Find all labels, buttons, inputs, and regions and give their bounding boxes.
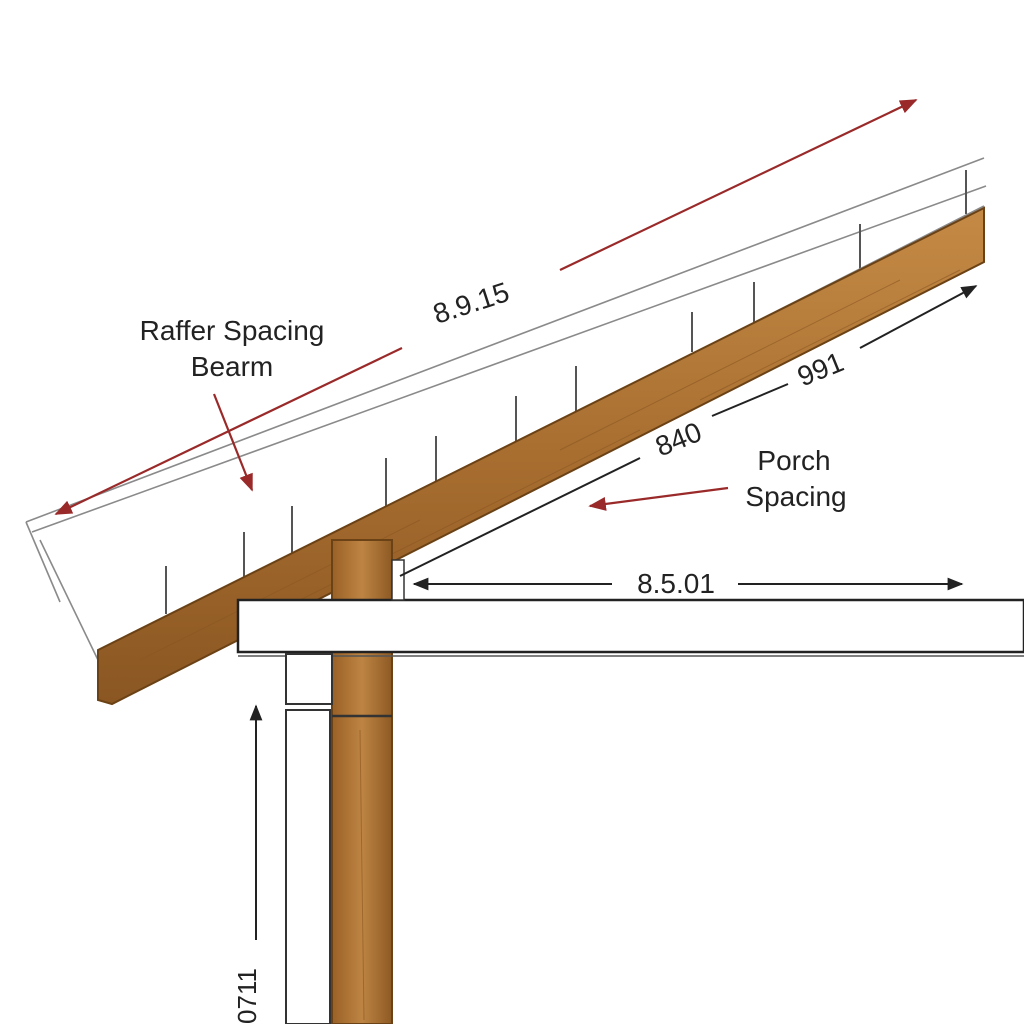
porch-label: Porch <box>757 445 830 476</box>
rafter-dimension-mid <box>711 383 789 417</box>
beam-label: Bearm <box>191 351 273 382</box>
rafter-spacing-studs <box>165 170 967 614</box>
wall-trim <box>285 709 331 1024</box>
ledger-board <box>285 653 333 705</box>
top-span-value: 8.9.15 <box>429 276 513 330</box>
porch-spacing-arrow <box>588 486 729 511</box>
top-span-dimension-right <box>559 99 918 271</box>
post-top-block <box>391 559 405 601</box>
horizontal-value: 8.5.01 <box>637 568 715 599</box>
porch-header-beam <box>236 598 1024 654</box>
sloped-rafter <box>97 206 985 706</box>
rafter-spacing-label: Raffer Spacing <box>140 315 325 346</box>
beam-pointer-arrow <box>212 393 254 492</box>
spacing-label: Spacing <box>745 481 846 512</box>
vertical-value: 0711 <box>232 968 262 1024</box>
roof-sheathing-outline <box>25 157 987 661</box>
rafter-dimension-lower <box>399 457 641 577</box>
post-grain <box>359 729 365 1021</box>
rafter-dimension-upper <box>859 285 978 349</box>
